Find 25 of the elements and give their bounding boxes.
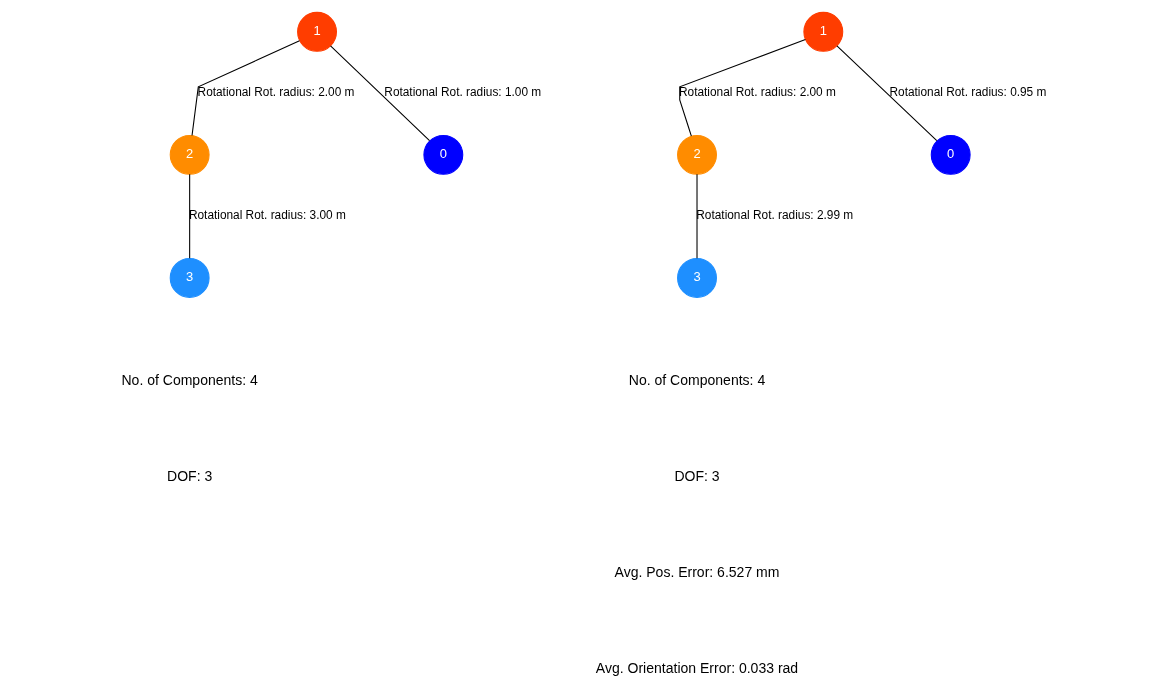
label: DOF: 3: [166, 468, 212, 485]
edge-label: Rotational Rot. radius: 2.00 m: [197, 85, 354, 100]
node-circle: 2: [169, 134, 210, 175]
connector: [835, 45, 937, 142]
connector: [191, 40, 300, 137]
edge-label: Rotational Rot. radius: 3.00 m: [188, 208, 346, 223]
node-circle: 3: [169, 257, 210, 298]
label: No. of Components: 4: [120, 372, 258, 389]
node-circle: 0: [422, 134, 463, 175]
node-circle: 1: [296, 11, 337, 52]
edge-label: Rotational Rot. radius: 0.95 m: [889, 85, 1046, 100]
node-circle: 0: [930, 134, 971, 175]
edge-label: Rotational Rot. radius: 1.00 m: [383, 85, 541, 100]
label: DOF: 3: [673, 468, 720, 485]
connector: [188, 173, 190, 259]
node-circle: 1: [802, 11, 843, 52]
label: Avg. Pos. Error: 6.527 mm: [614, 564, 779, 581]
edge-label: Rotational Rot. radius: 2.00 m: [678, 85, 836, 100]
connector: [678, 39, 806, 137]
node-circle: 2: [676, 134, 717, 175]
label: Avg. Orientation Error: 0.033 rad: [595, 660, 798, 677]
connector: [329, 45, 430, 142]
label: No. of Components: 4: [628, 372, 765, 389]
edge-label: Rotational Rot. radius: 2.99 m: [695, 208, 853, 223]
node-circle: 3: [676, 257, 717, 298]
